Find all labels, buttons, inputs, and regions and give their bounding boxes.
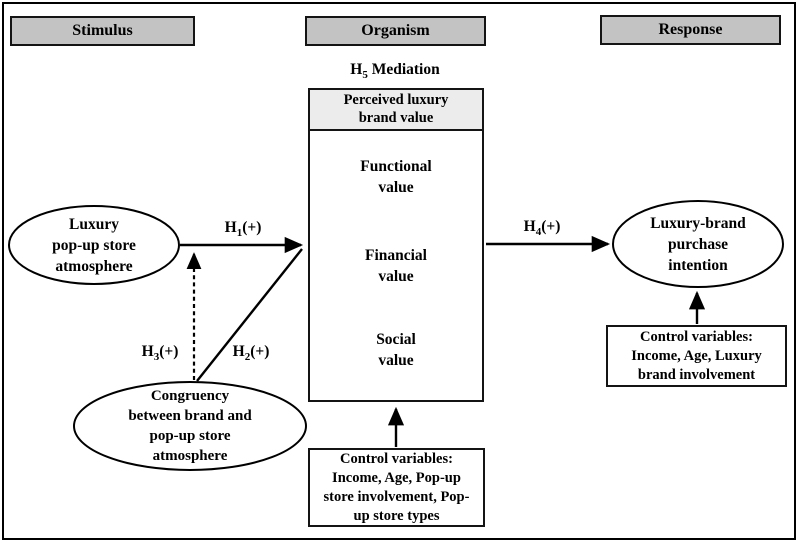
stimulus-header-box: Stimulus: [10, 16, 195, 46]
h4-label: H4(+): [507, 218, 577, 239]
purchase-intention-label: Luxury-brand purchase intention: [618, 203, 778, 285]
response-header-box: Response: [600, 15, 781, 45]
financial-line1: Financial: [364, 247, 427, 264]
control-organism-line4: up store types: [353, 507, 440, 524]
h1-base: H: [224, 219, 237, 236]
left-ellipse-line1: Luxury: [69, 215, 119, 233]
h5-base: H: [350, 61, 363, 78]
congruency-line3: pop-up store: [149, 428, 231, 444]
h2-label: H2(+): [216, 343, 286, 364]
h1-label: H1(+): [208, 219, 278, 240]
h4-paren: (+): [541, 218, 561, 235]
h2-sub: 2: [244, 351, 251, 364]
functional-line1: Functional: [360, 158, 432, 175]
social-line2: value: [378, 352, 414, 369]
control-organism-line2: Income, Age, Pop-up: [332, 469, 461, 486]
luxury-popup-atmosphere-ellipse: [8, 205, 180, 285]
social-line1: Social: [376, 331, 416, 348]
stimulus-header-label: Stimulus: [72, 22, 133, 39]
financial-line2: value: [378, 268, 414, 285]
panel-header-line2: brand value: [358, 110, 434, 126]
luxury-popup-atmosphere-label: Luxury pop-up store atmosphere: [14, 208, 174, 282]
h3-sub: 3: [153, 351, 160, 364]
perceived-value-panel-header: Perceived luxury brand value: [310, 90, 482, 131]
control-response-line2: Income, Age, Luxury: [631, 347, 762, 364]
control-organism-line1: Control variables:: [340, 450, 453, 467]
perceived-value-panel: Perceived luxury brand value: [308, 88, 484, 402]
h5-sub: 5: [362, 69, 368, 82]
h3-label: H3(+): [125, 343, 195, 364]
h1-paren: (+): [242, 219, 262, 236]
panel-header-line1: Perceived luxury: [343, 92, 449, 108]
h2-paren: (+): [250, 343, 270, 360]
h4-sub: 4: [535, 226, 542, 239]
h1-sub: 1: [236, 227, 243, 240]
control-variables-response-box: Control variables: Income, Age, Luxury b…: [606, 325, 787, 387]
control-variables-organism-box: Control variables: Income, Age, Pop-up s…: [308, 448, 485, 527]
left-ellipse-line3: atmosphere: [55, 257, 133, 275]
organism-header-label: Organism: [361, 22, 430, 39]
h2-arrow: [196, 248, 303, 382]
right-ellipse-line3: intention: [668, 256, 728, 274]
right-ellipse-line2: purchase: [667, 235, 728, 253]
congruency-ellipse: [73, 381, 307, 471]
functional-line2: value: [378, 179, 414, 196]
h3-base: H: [141, 343, 154, 360]
congruency-line2: between brand and: [128, 408, 252, 424]
purchase-intention-ellipse: [612, 200, 784, 288]
congruency-line1: Congruency: [150, 388, 230, 404]
h4-base: H: [523, 218, 536, 235]
control-response-line3: brand involvement: [637, 366, 756, 383]
social-value-label: Social value: [312, 314, 480, 386]
right-ellipse-line1: Luxury-brand: [650, 214, 746, 232]
congruency-label: Congruency between brand and pop-up stor…: [80, 384, 300, 468]
control-response-line1: Control variables:: [640, 328, 753, 345]
functional-value-label: Functional value: [312, 138, 480, 216]
left-ellipse-line2: pop-up store: [52, 236, 136, 254]
h5-mediation-label: H5 Mediation: [305, 61, 485, 82]
h3-paren: (+): [159, 343, 179, 360]
organism-header-box: Organism: [305, 16, 486, 46]
financial-value-label: Financial value: [312, 228, 480, 304]
congruency-line4: atmosphere: [152, 448, 228, 464]
control-organism-line3: store involvement, Pop-: [323, 488, 470, 505]
response-header-label: Response: [658, 21, 723, 38]
h5-rest: Mediation: [367, 61, 440, 78]
h2-base: H: [232, 343, 245, 360]
